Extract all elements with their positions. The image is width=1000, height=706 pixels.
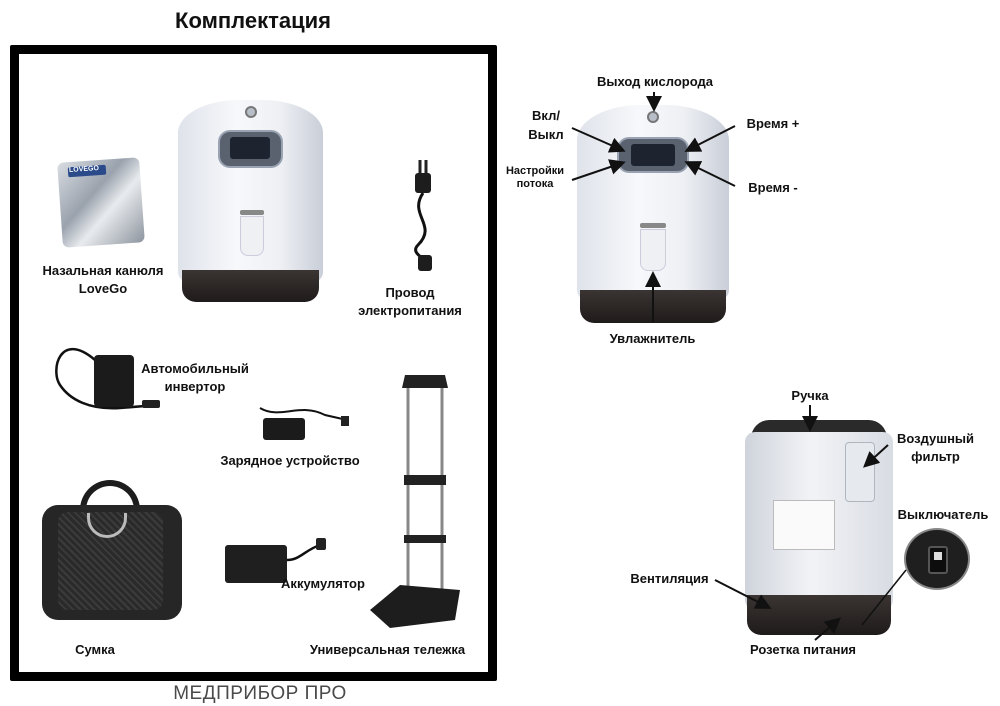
charger-image: [259, 407, 349, 440]
oxygen-concentrator-kit: [178, 100, 323, 305]
switch-zoom-circle: [904, 528, 970, 590]
label-charger: Зарядное устройство: [220, 453, 360, 468]
label-bag: Сумка: [75, 642, 115, 657]
carry-bag-image: [32, 480, 192, 620]
battery-image: [225, 538, 326, 583]
car-inverter-image: [55, 347, 160, 410]
label-time-plus: Время +: [746, 116, 800, 131]
label-switch: Выключатель: [897, 507, 989, 522]
label-car-inverter: Автомобильный инвертор: [141, 361, 249, 394]
page-title: Комплектация: [175, 8, 331, 33]
power-cord-image: [414, 160, 432, 271]
label-nasal-cannula: Назальная канюля LoveGo: [42, 263, 164, 296]
label-time-minus: Время -: [748, 180, 798, 195]
label-flow-settings: Настройки потока: [505, 165, 565, 190]
label-power-socket: Розетка питания: [749, 642, 857, 657]
watermark: МЕДПРИБОР ПРО: [173, 683, 347, 704]
trolley-image: [370, 375, 460, 628]
label-ventilation: Вентиляция: [630, 571, 709, 586]
oxygen-concentrator-front: [577, 105, 729, 325]
label-oxygen-outlet: Выход кислорода: [597, 74, 713, 89]
label-handle: Ручка: [791, 388, 829, 403]
label-power-cord: Провод электропитания: [358, 285, 462, 318]
label-battery: Аккумулятор: [281, 576, 365, 591]
label-air-filter: Воздушный фильтр: [896, 431, 975, 464]
label-trolley: Универсальная тележка: [309, 642, 466, 657]
label-humidifier: Увлажнитель: [609, 331, 696, 346]
label-on-off: Вкл/ Выкл: [528, 108, 564, 142]
